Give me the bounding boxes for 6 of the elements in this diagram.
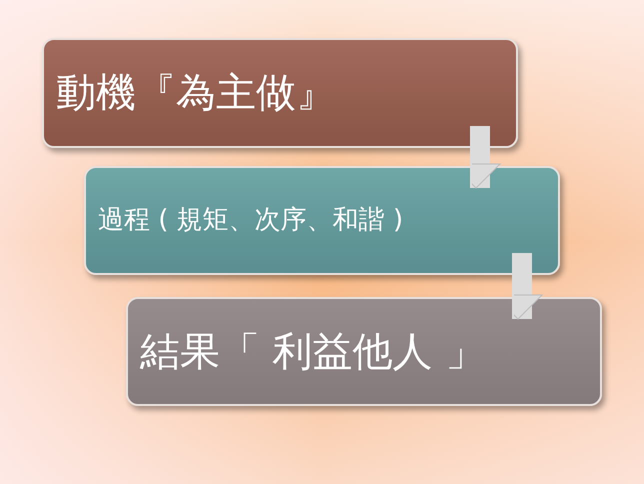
process-box — [126, 297, 602, 406]
step-text: 過程 ( 規矩、次序、和諧 ) — [98, 204, 404, 237]
process-box — [84, 166, 560, 275]
process-box — [42, 38, 518, 148]
step-text: 動機『為主做』 — [56, 69, 336, 118]
step-text: 結果「 利益他人 」 — [140, 328, 486, 376]
